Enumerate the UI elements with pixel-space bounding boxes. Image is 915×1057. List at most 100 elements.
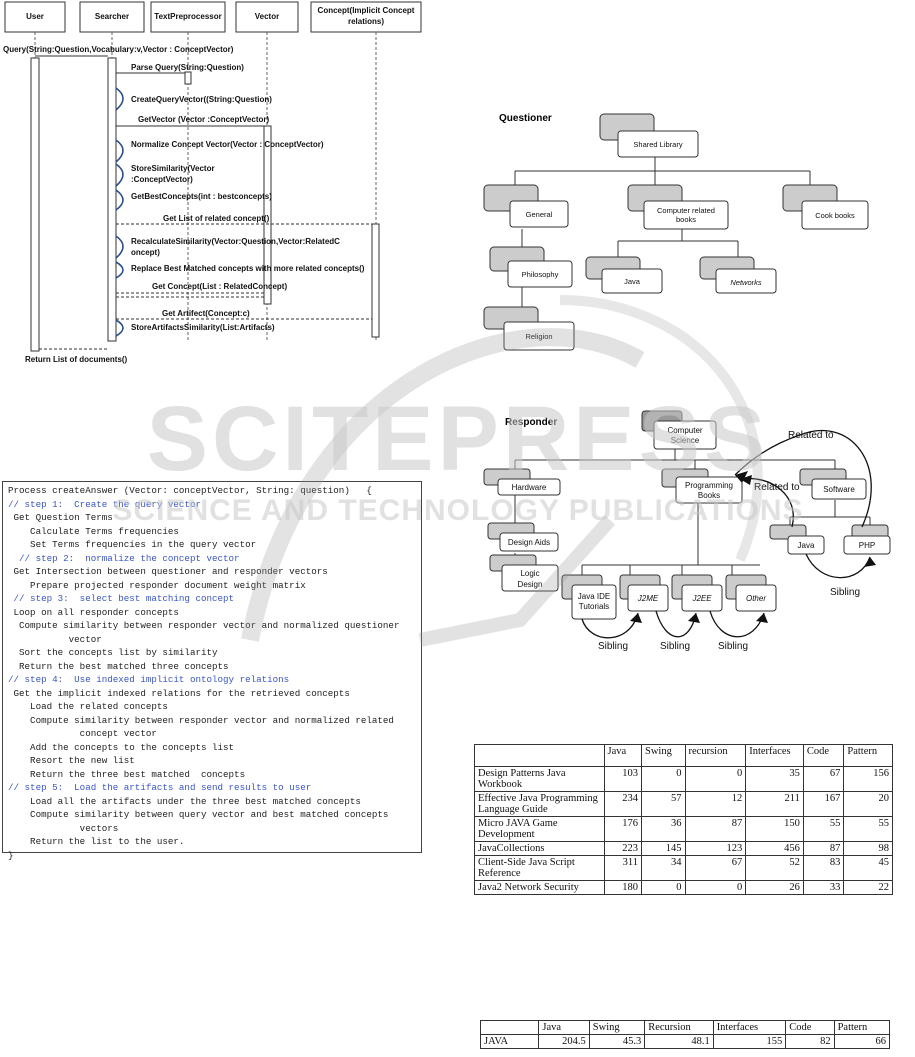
frequency-cell: 180 bbox=[603, 880, 642, 895]
table2-value-cell: 45.3 bbox=[588, 1034, 646, 1049]
msg-storeart: StoreArtifactsSimilarity(List:Artifacts) bbox=[131, 323, 275, 332]
msg-getlist: Get List of related concept() bbox=[163, 214, 270, 223]
msg-query: Query(String:Question,Vocabulary:v,Vecto… bbox=[3, 45, 234, 54]
frequency-cell: 87 bbox=[684, 816, 747, 842]
lifeline-concept-2: relations) bbox=[348, 17, 384, 26]
msg-store: StoreSimilarity(Vector bbox=[131, 164, 215, 173]
code-comment-line: // step 2: normalize the concept vector bbox=[8, 552, 240, 564]
lifeline-vector: Vector bbox=[255, 12, 279, 21]
msg-best: GetBestConcepts(int : bestconcepts) bbox=[131, 192, 272, 201]
msg-parse: Parse Query(String:Question) bbox=[131, 63, 244, 72]
frequency-cell: 0 bbox=[640, 880, 686, 895]
frequency-cell: 0 bbox=[684, 766, 747, 792]
msg-create: CreateQueryVector((String:Question) bbox=[131, 95, 272, 104]
lifeline-concept: Concept(Implicit Concept bbox=[318, 6, 415, 15]
frequency-cell: 0 bbox=[684, 880, 747, 895]
book-title-cell: JavaCollections bbox=[474, 841, 605, 856]
lifeline-textpreprocessor: TextPreprocessor bbox=[154, 12, 221, 21]
responder-title: Responder bbox=[505, 417, 557, 428]
r-node-javaide-2: Tutorials bbox=[579, 602, 609, 611]
sibling-label-java-php: Sibling bbox=[830, 587, 860, 598]
code-line: Compute similarity between responder vec… bbox=[8, 620, 400, 631]
msg-getconcept: Get Concept(List : RelatedConcept) bbox=[152, 282, 287, 291]
related-arc-php bbox=[734, 429, 872, 528]
frequency-cell: 12 bbox=[684, 791, 747, 817]
sibling-label-1: Sibling bbox=[598, 641, 628, 652]
pseudocode-box: Process createAnswer (Vector: conceptVec… bbox=[2, 481, 422, 861]
frequency-cell: 22 bbox=[843, 880, 893, 895]
table-header-cell: Java bbox=[603, 744, 642, 767]
code-line: Get Question Terms bbox=[8, 512, 113, 523]
related-label-2: Related to bbox=[754, 482, 800, 493]
table-header-cell: recursion bbox=[684, 744, 747, 767]
q-node-computer: Computer related bbox=[657, 206, 715, 215]
q-node-networks: Networks bbox=[730, 278, 762, 287]
table2-value-cell: 155 bbox=[712, 1034, 787, 1049]
lifeline-concept-box bbox=[310, 1, 422, 33]
msg-store-2: :ConceptVector) bbox=[131, 175, 193, 184]
frequency-cell: 33 bbox=[802, 880, 845, 895]
frequency-cell: 20 bbox=[843, 791, 893, 817]
code-line: Resort the new list bbox=[8, 755, 135, 766]
table2-header-cell: Java bbox=[538, 1020, 590, 1035]
r-node-design: Design Aids bbox=[508, 538, 550, 547]
code-line: Sort the concepts list by similarity bbox=[8, 647, 218, 658]
frequency-cell: 67 bbox=[802, 766, 845, 792]
q-node-java: Java bbox=[624, 277, 641, 286]
table-row: Effective Java Programming Language Guid… bbox=[474, 791, 893, 817]
q-node-religion: Religion bbox=[525, 332, 552, 341]
msg-recalc-2: oncept) bbox=[131, 248, 160, 257]
sibling-arc-1 bbox=[581, 612, 639, 639]
table-header-cell: Pattern bbox=[843, 744, 893, 767]
table2-row-label: JAVA bbox=[479, 1034, 540, 1049]
frequency-cell: 98 bbox=[843, 841, 893, 856]
code-line: Process createAnswer (Vector: conceptVec… bbox=[8, 485, 372, 496]
frequency-cell: 167 bbox=[802, 791, 845, 817]
table2-header-cell: Swing bbox=[588, 1020, 646, 1035]
lifeline-searcher: Searcher bbox=[95, 12, 129, 21]
frequency-cell: 103 bbox=[603, 766, 642, 792]
lifeline-searcher-box bbox=[79, 1, 145, 33]
r-node-prog-2: Books bbox=[698, 491, 720, 500]
frequency-cell: 45 bbox=[843, 855, 893, 881]
frequency-cell: 55 bbox=[843, 816, 893, 842]
q-node-philosophy: Philosophy bbox=[522, 270, 559, 279]
frequency-cell: 123 bbox=[684, 841, 747, 856]
msg-recalc: RecalculateSimilarity(Vector:Question,Ve… bbox=[131, 237, 340, 246]
sibling-arc-3 bbox=[709, 610, 765, 638]
table-header-cell bbox=[474, 744, 605, 767]
lifeline-user-box bbox=[4, 1, 66, 33]
q-node-shared: Shared Library bbox=[633, 140, 682, 149]
sibling-label-3: Sibling bbox=[718, 641, 748, 652]
r-node-other: Other bbox=[746, 594, 766, 603]
frequency-cell: 145 bbox=[640, 841, 686, 856]
msg-getartifact: Get Artifect(Concept:c) bbox=[162, 309, 250, 318]
frequency-cell: 35 bbox=[745, 766, 804, 792]
msg-replace: Replace Best Matched concepts with more … bbox=[131, 264, 365, 273]
frequency-cell: 52 bbox=[745, 855, 804, 881]
table2-value-cell: 48.1 bbox=[644, 1034, 714, 1049]
book-title-cell: Client-Side Java Script Reference bbox=[474, 855, 605, 881]
code-line: Calculate Terms frequencies bbox=[8, 525, 179, 537]
code-line: Compute similarity between query vector … bbox=[8, 809, 389, 820]
frequency-cell: 223 bbox=[603, 841, 642, 856]
frequency-cell: 211 bbox=[745, 791, 804, 817]
msg-normalize: Normalize Concept Vector(Vector : Concep… bbox=[131, 140, 324, 149]
frequency-cell: 87 bbox=[802, 841, 845, 856]
code-line: Return the best matched three concepts bbox=[8, 660, 229, 672]
r-node-php: PHP bbox=[859, 541, 875, 550]
frequency-cell: 57 bbox=[640, 791, 686, 817]
code-comment-line: // step 3: select best matching concept bbox=[8, 593, 235, 604]
table2-value-cell: 204.5 bbox=[538, 1034, 590, 1049]
code-line: } bbox=[8, 849, 14, 861]
frequency-cell: 83 bbox=[802, 855, 845, 881]
q-node-computer-2: books bbox=[676, 215, 696, 224]
table2-value-cell: 66 bbox=[833, 1034, 891, 1049]
r-node-j2me: J2ME bbox=[637, 594, 659, 603]
code-line: Return the list to the user. bbox=[8, 836, 185, 847]
code-line: vectors bbox=[8, 822, 119, 834]
frequency-cell: 36 bbox=[640, 816, 686, 842]
r-node-cs: Computer bbox=[667, 426, 702, 435]
